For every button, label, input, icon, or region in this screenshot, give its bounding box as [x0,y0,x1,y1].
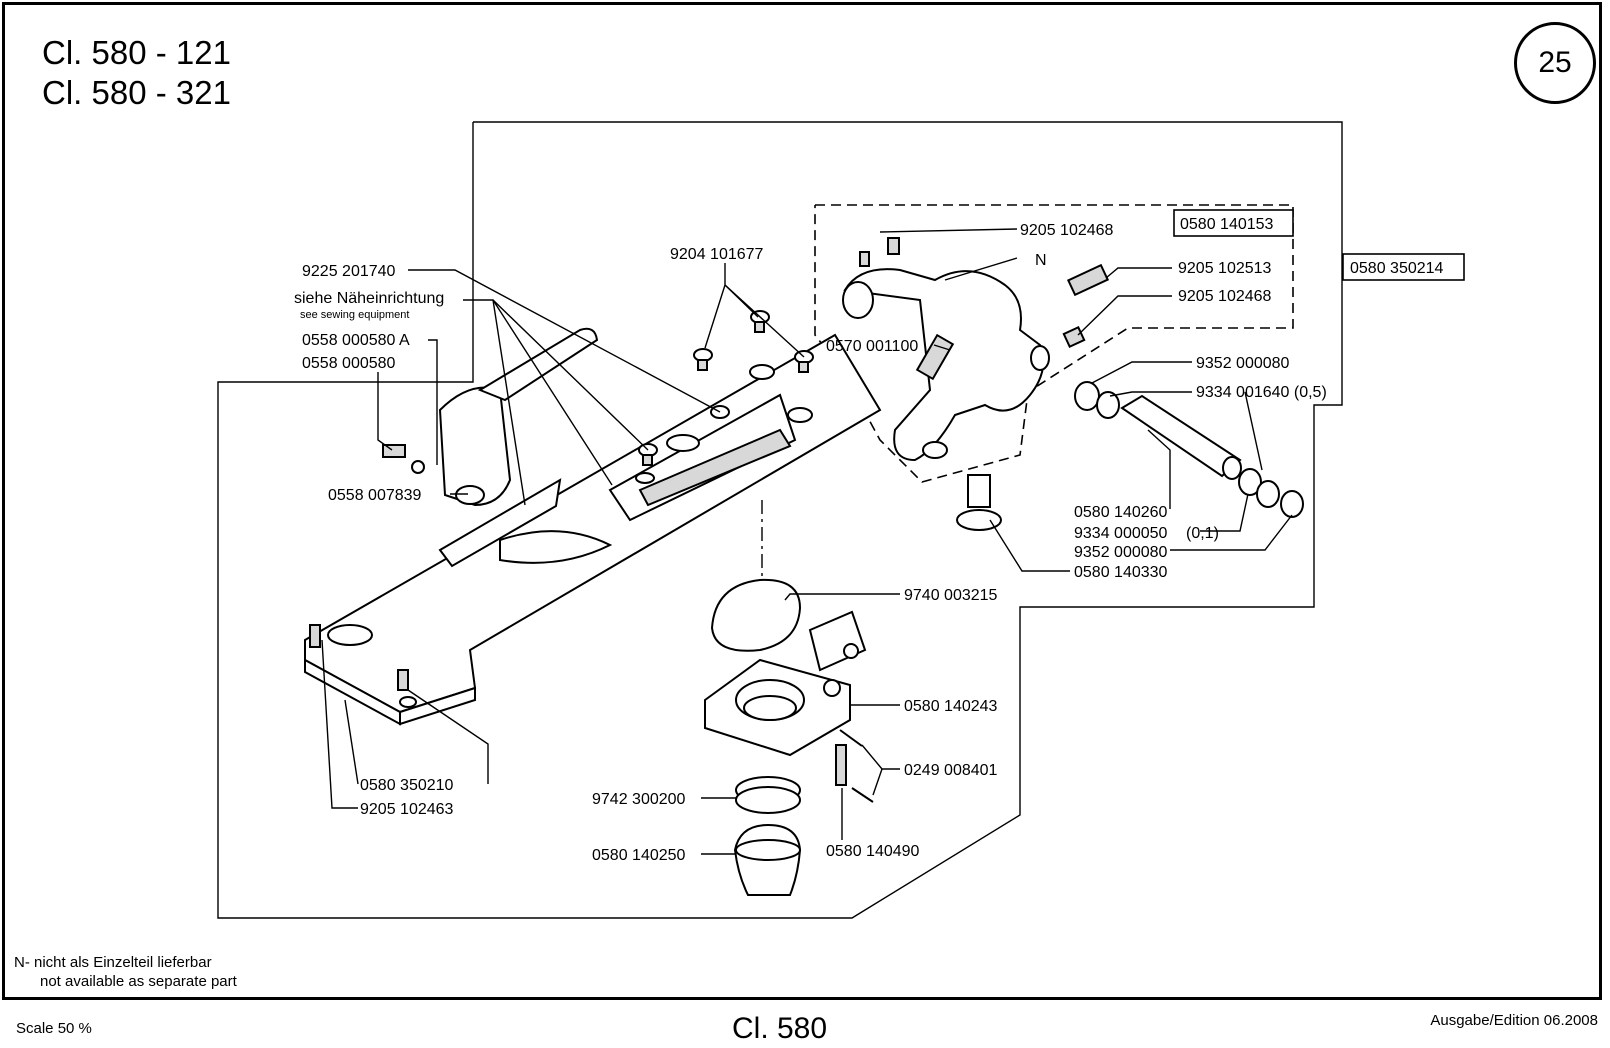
footer-edition: Ausgabe/Edition 06.2008 [1430,1012,1598,1029]
housing-0580-140243 [704,610,867,757]
label-9205-102468-top: 9205 102468 [1020,222,1114,239]
label-9334-001640: 9334 001640 (0,5) [1196,384,1327,401]
label-0570-001100: 0570 001100 [826,338,918,355]
leader-0580-350210 [344,699,359,785]
label-9334-000050: 9334 000050 [1074,525,1168,542]
leader-9740-003215 [784,593,900,601]
page-frame [2,2,1602,1000]
presser-lever [438,327,599,507]
leader-siehe-c [492,299,613,486]
label-9205-102513: 9205 102513 [1178,260,1272,277]
label-see-sewing: see sewing equipment [300,309,409,321]
leader-n [944,257,1018,281]
label-0580-140260: 0580 140260 [1074,504,1168,521]
base-plate [304,333,882,726]
page-number-badge: 25 [1514,22,1596,104]
box-0580-140153 [1173,209,1294,237]
label-0580-350214: 0580 350214 [1350,260,1444,277]
shaft-assembly [1074,381,1304,518]
label-0580-140490: 0580 140490 [826,843,920,860]
oring-9740 [710,578,802,652]
note-n-en: not available as separate part [40,973,237,990]
needle-plate-insert [608,364,813,522]
cap-0580-140250 [733,823,802,896]
leader-9352-bottom [1170,514,1293,551]
label-0580-140153: 0580 140153 [1180,216,1274,233]
leader-9204-101677-c [724,284,805,358]
label-0558-000580: 0558 000580 [302,355,396,372]
seal-ring-9742 [735,776,801,814]
box-0580-350214 [1342,253,1465,281]
label-9225-201740: 9225 201740 [302,263,396,280]
note-n-de: N- nicht als Einzelteil lieferbar [14,954,212,971]
assembly-outline [217,121,1343,919]
leader-9205-102463-b [321,639,358,809]
label-0249-008401: 0249 008401 [904,762,998,779]
label-0580-140330: 0580 140330 [1074,564,1168,581]
label-0558-007839: 0558 007839 [328,487,422,504]
label-0558-000580A: 0558 000580 A [302,332,410,349]
leader-9205-102468-top [879,228,1018,233]
leader-0570-001100 [933,344,951,351]
leader-0249-a [861,744,900,770]
footer-scale: Scale 50 % [16,1020,92,1037]
label-9740-003215: 9740 003215 [904,587,998,604]
hinge-screw-left [382,444,425,474]
label-9334-000050-note: (0,1) [1186,525,1219,542]
leader-9352-top [1091,361,1192,384]
pins-0249-008401 [839,729,874,803]
leader-9334-001640-a [1109,391,1192,397]
label-siehe: siehe Näheinrichtung [294,290,444,307]
label-9352-000080-top: 9352 000080 [1196,355,1290,372]
leader-9205-102463-a [407,689,489,784]
leader-siehe-b [492,299,526,506]
label-9205-102463: 9205 102463 [360,801,454,818]
label-n: N [1035,252,1047,269]
leader-9334-000050 [1200,493,1249,532]
leader-0580-140260 [1147,429,1171,509]
label-9352-000080-bottom: 9352 000080 [1074,544,1168,561]
label-0580-140243: 0580 140243 [904,698,998,715]
page-number: 25 [1538,46,1572,79]
leader-0558-000580 [377,372,393,451]
label-9205-102468-right: 9205 102468 [1178,288,1272,305]
footer-model: Cl. 580 [732,1012,828,1045]
leader-9205-102468-right [1077,295,1172,336]
lever-arm [842,237,1110,462]
leader-9204-101677-a [704,263,726,349]
leader-0580-140330 [989,519,1070,572]
spring-0580-140490 [835,744,847,786]
page-title-line2: Cl. 580 - 321 [42,74,231,111]
leader-0558-000580A [428,339,438,465]
pivot-bolt [956,474,1002,531]
leader-0249-b [872,768,883,796]
leader-9334-001640-b [1244,391,1263,471]
leader-9205-102513 [1105,267,1172,279]
label-9204-101677: 9204 101677 [670,246,764,263]
page-title-line1: Cl. 580 - 121 [42,34,231,71]
label-0580-350210: 0580 350210 [360,777,454,794]
label-0580-140250: 0580 140250 [592,847,686,864]
label-9742-300200: 9742 300200 [592,791,686,808]
leader-9225-201740 [408,269,721,413]
